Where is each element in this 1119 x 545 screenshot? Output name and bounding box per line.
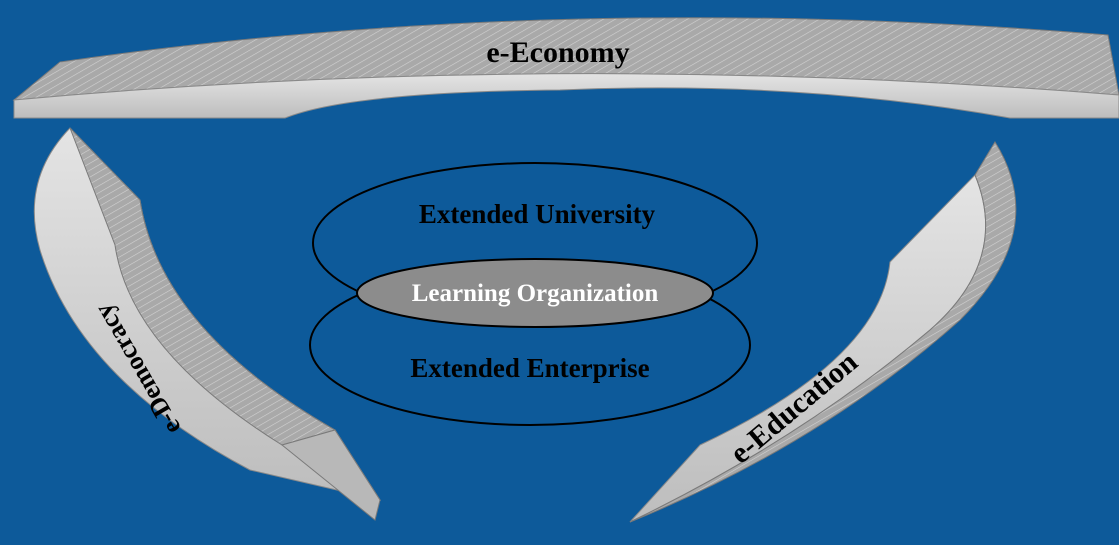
arc-e-education-side [629,141,1017,523]
arc-e-economy-label: e-Economy [486,36,629,69]
ellipse-extended-university: Extended University [312,162,758,324]
arc-e-democracy-end [280,429,381,521]
arc-e-economy-face [13,73,1119,119]
arc-e-education: e-Education [629,141,1017,523]
ellipse-extended-enterprise: Extended Enterprise [309,264,751,426]
arc-e-democracy: e-Democracy [33,127,382,521]
ellipse-extended-enterprise-label: Extended Enterprise [410,353,649,383]
ellipse-extended-university-label: Extended University [419,199,656,229]
ellipse-learning-organization: Learning Organization [356,258,714,328]
arc-e-education-face [629,174,987,523]
ellipse-learning-organization-label: Learning Organization [412,280,659,307]
ellipse-learning-organization-shape [356,258,714,328]
arc-e-economy: e-Economy [12,17,1119,119]
